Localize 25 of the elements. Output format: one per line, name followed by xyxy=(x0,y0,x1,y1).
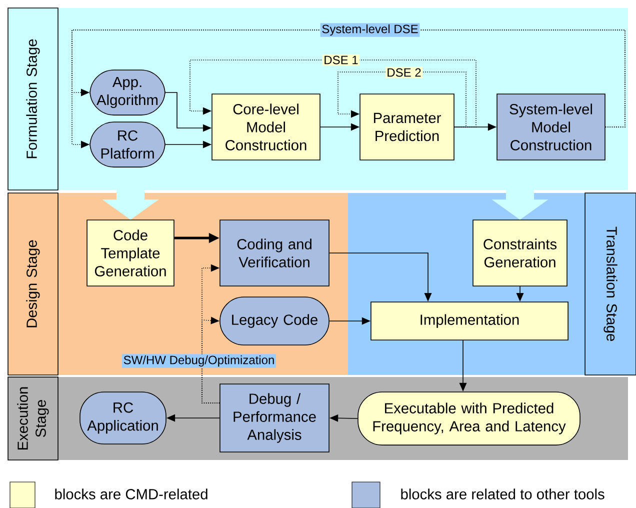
process-box: Constraints Generation xyxy=(472,220,568,286)
edge-label: System-level DSE xyxy=(320,23,420,37)
legend-text: blocks are CMD-related xyxy=(55,488,208,500)
feedback-arrow xyxy=(202,316,220,404)
process-box: Debug / Performance Analysis xyxy=(220,384,330,452)
input-box: Legacy Code xyxy=(220,296,330,346)
process-box: Implementation xyxy=(370,302,568,340)
edge-label: SW/HW Debug/Optimization xyxy=(122,354,276,368)
output-box: Executable with Predicted Frequency, Area and Latency xyxy=(358,392,580,446)
process-box: Parameter Prediction xyxy=(360,94,454,160)
stage-label: Formulation Stage xyxy=(8,8,58,190)
stage-label: Execution Stage xyxy=(8,376,58,460)
block-arrow xyxy=(492,190,548,220)
feedback-arrow xyxy=(190,60,476,128)
process-box: System-level Model Construction xyxy=(496,94,606,160)
stage-label: Design Stage xyxy=(8,192,58,376)
input-box: RC Platform xyxy=(90,122,166,168)
feedback-arrow xyxy=(338,72,466,128)
legend-text: blocks are related to other tools xyxy=(401,488,604,500)
input-box: App. Algorithm xyxy=(90,70,166,116)
process-box: Core-level Model Construction xyxy=(212,94,320,160)
block-arrow xyxy=(102,190,159,220)
process-box: Code Template Generation xyxy=(86,220,174,286)
stage-label: Translation Stage xyxy=(584,192,636,376)
process-box: Coding and Verification xyxy=(220,220,330,286)
